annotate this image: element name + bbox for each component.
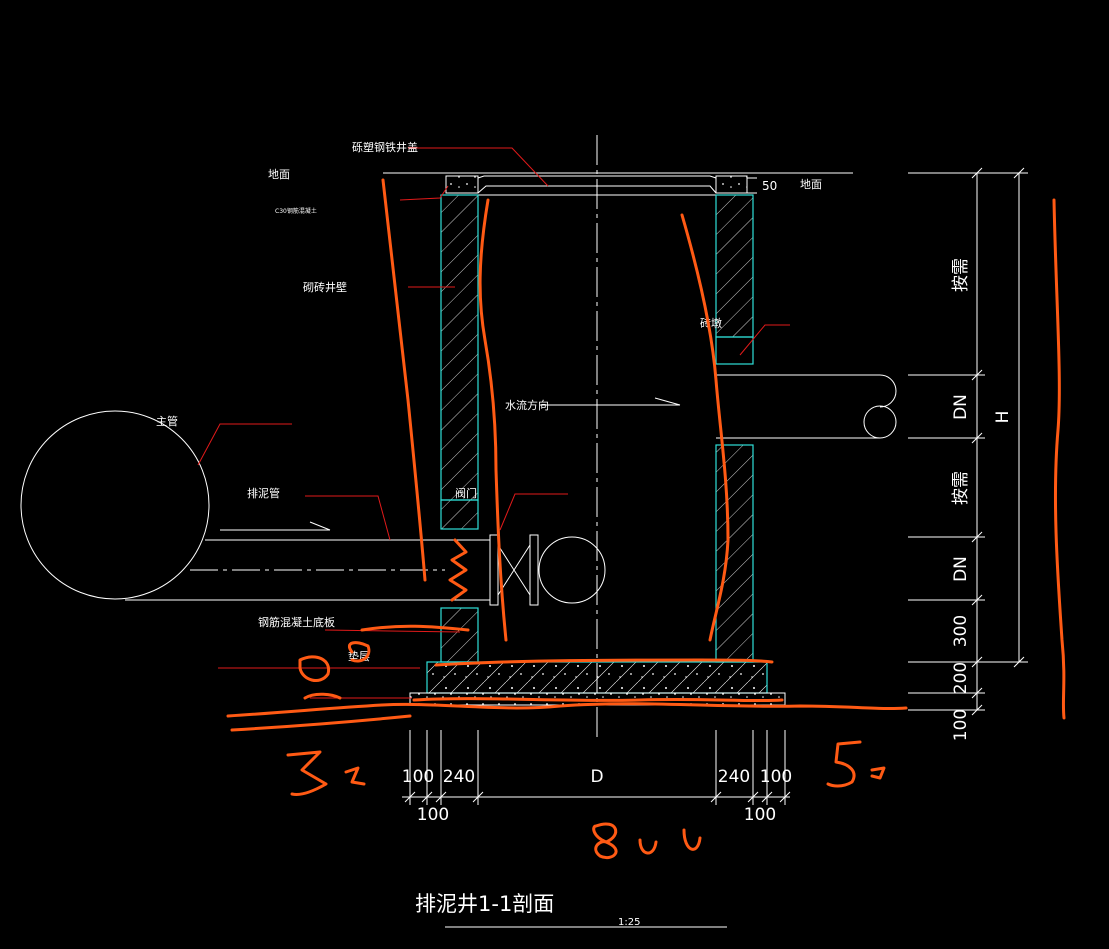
base-slab xyxy=(426,661,768,694)
ground-right-label: 地面 xyxy=(800,178,822,191)
sludge-pipe xyxy=(125,521,490,601)
main-pipe xyxy=(20,410,210,600)
dim-bottom-6: 100 xyxy=(417,805,449,825)
outlet-pipe xyxy=(540,374,897,439)
flow-direction-label: 水流方向 xyxy=(505,398,549,412)
dim-bottom-1: 100 xyxy=(402,767,434,787)
brick-pier-label: 砖墩 xyxy=(700,316,722,330)
drawing-scale: 1:25 xyxy=(618,917,640,928)
dim-right-5: 300 xyxy=(951,615,971,647)
dim-right-2: DN xyxy=(951,394,971,420)
manhole-cover xyxy=(445,175,757,196)
drawing-title: 排泥井1-1剖面 xyxy=(415,892,554,916)
left-wall xyxy=(440,194,479,663)
dim-bottom-3: D xyxy=(590,767,603,787)
bottom-dimension-texts: 100 240 D 240 100 100 100 xyxy=(402,767,792,825)
leader-lines xyxy=(197,147,790,699)
dim-right-7: 100 xyxy=(951,709,971,741)
sludge-pipe-label: 排泥管 xyxy=(247,486,280,500)
brick-pier xyxy=(715,336,754,365)
main-pipe-label: 主管 xyxy=(156,414,178,428)
dim-right-1: 按需 xyxy=(951,258,971,292)
dim-bottom-7: 100 xyxy=(744,805,776,825)
dim-right-4: DN xyxy=(951,556,971,582)
dim-bottom-2: 240 xyxy=(443,767,475,787)
hand-annotations xyxy=(226,178,1066,859)
dim-bottom-4: 240 xyxy=(718,767,750,787)
right-dimension-texts: 按需 DN 按需 DN 300 200 100 H xyxy=(951,258,1013,741)
dim-bottom-5: 100 xyxy=(760,767,792,787)
rc-base-label: 钢筋混凝土底板 xyxy=(258,615,335,629)
labels: 砾塑钢铁井盖 地面 地面 50 C30钢筋混凝土 砌砖井壁 砖墩 水流方向 主管… xyxy=(156,140,822,663)
concrete-note: C30钢筋混凝土 xyxy=(275,207,317,215)
bottom-dimensions xyxy=(402,730,791,805)
brick-wall-label: 砌砖井壁 xyxy=(303,280,347,294)
right-wall xyxy=(715,194,754,663)
right-dimensions xyxy=(908,167,1028,716)
dim-H: H xyxy=(993,411,1013,424)
dim-right-6: 200 xyxy=(951,662,971,694)
dim-50: 50 xyxy=(762,179,777,193)
cover-label: 砾塑钢铁井盖 xyxy=(352,140,418,154)
ground-left-label: 地面 xyxy=(268,168,290,181)
dim-right-3: 按需 xyxy=(951,471,971,505)
valve-label: 阀门 xyxy=(455,486,477,500)
valve xyxy=(489,534,606,606)
